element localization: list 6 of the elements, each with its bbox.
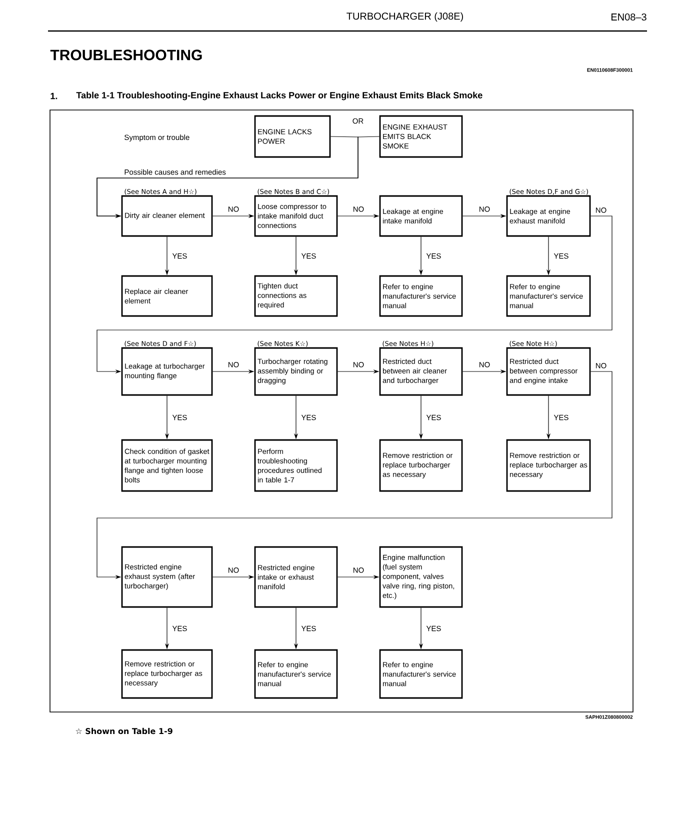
- page-title: TROUBLESHOOTING: [50, 50, 202, 60]
- item-number: 1.: [50, 92, 58, 100]
- footnote: ☆ Shown on Table 1-9: [76, 728, 172, 734]
- header-text: TURBOCHARGER (J08E): [346, 12, 463, 22]
- table-caption: Table 1-1 Troubleshooting-Engine Exhaust Lacks Power or Engine Exhaust Emits Black Smoke: [76, 92, 482, 100]
- page-number: EN08–3: [611, 13, 646, 21]
